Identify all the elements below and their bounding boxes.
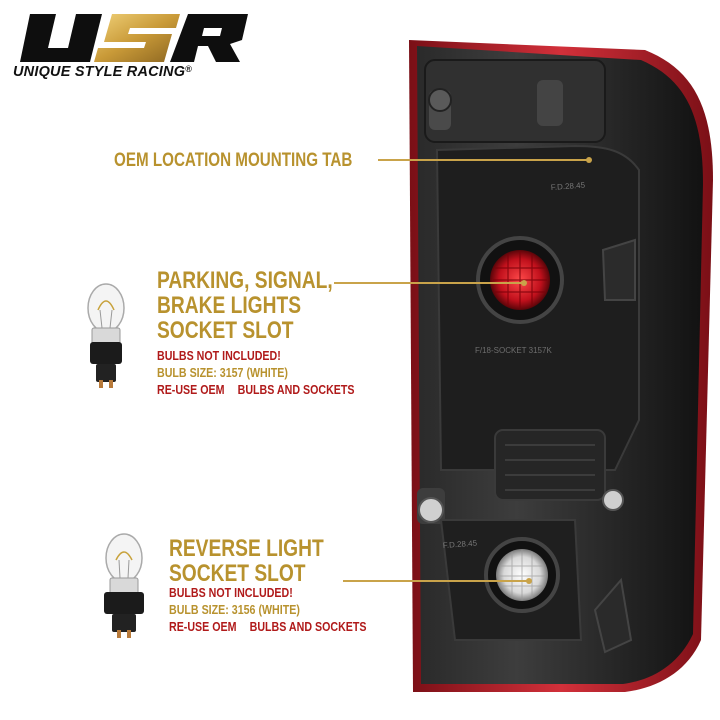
right-side-tab: [593, 577, 633, 654]
parking-bulb-size: BULB SIZE: 3157 (WHITE): [157, 365, 288, 380]
lower-post-left-cap: [418, 497, 444, 523]
reverse-led-grid: [498, 550, 546, 600]
tail-light-housing: F.D.28.45 F/18-SOCKET 3157K F.D.28.45: [409, 40, 713, 692]
reverse-bulb-size: BULB SIZE: 3156 (WHITE): [169, 602, 300, 617]
top-post-right: [537, 80, 563, 126]
parking-socket-leader-dot: [521, 280, 527, 286]
side-clip: [601, 238, 636, 301]
parking-title-line-1: PARKING, SIGNAL,: [157, 267, 333, 294]
parking-title-line-2: BRAKE LIGHTS: [157, 292, 301, 319]
mounting-tab-leader: [378, 159, 588, 161]
mounting-tab-label: OEM LOCATION MOUNTING TAB: [114, 150, 353, 171]
reverse-title-line-2: SOCKET SLOT: [169, 560, 306, 587]
reverse-socket-leader: [343, 580, 528, 582]
mounting-tab-leader-dot: [586, 157, 592, 163]
reverse-socket-leader-dot: [526, 578, 532, 584]
reverse-socket-title: REVERSE LIGHT SOCKET SLOT: [169, 536, 324, 586]
brake-led-grid: [493, 252, 547, 308]
logo-letter-s: [94, 14, 180, 62]
parking-socket-notes: BULBS NOT INCLUDED! BULB SIZE: 3157 (WHI…: [157, 347, 355, 398]
logo-letter-u: [20, 14, 102, 62]
parking-socket-leader: [334, 282, 524, 284]
parking-warning: BULBS NOT INCLUDED!: [157, 348, 281, 363]
parking-socket-title: PARKING, SIGNAL, BRAKE LIGHTS SOCKET SLO…: [157, 268, 333, 343]
lower-rib-panel: [494, 429, 606, 501]
bulb-3157-icon: [87, 283, 125, 388]
reverse-warning: BULBS NOT INCLUDED!: [169, 585, 293, 600]
rib-lines: [505, 444, 595, 491]
logo-letter-r: [170, 14, 248, 62]
brand-name: UNIQUE STYLE RACING®: [13, 64, 193, 80]
reverse-socket-notes: BULBS NOT INCLUDED! BULB SIZE: 3156 (WHI…: [169, 584, 367, 635]
housing-code-upper: F.D.28.45: [551, 181, 586, 192]
bulb-3156-icon: [104, 533, 144, 638]
usr-logo: [20, 14, 248, 62]
lower-stud-right: [602, 489, 624, 511]
parking-title-line-3: SOCKET SLOT: [157, 317, 294, 344]
reverse-title-line-1: REVERSE LIGHT: [169, 535, 324, 562]
socket-marking: F/18-SOCKET 3157K: [475, 346, 552, 355]
top-post-left-cap: [428, 88, 452, 112]
top-flange: [424, 59, 606, 143]
housing-code-lower: F.D.28.45: [443, 539, 478, 550]
